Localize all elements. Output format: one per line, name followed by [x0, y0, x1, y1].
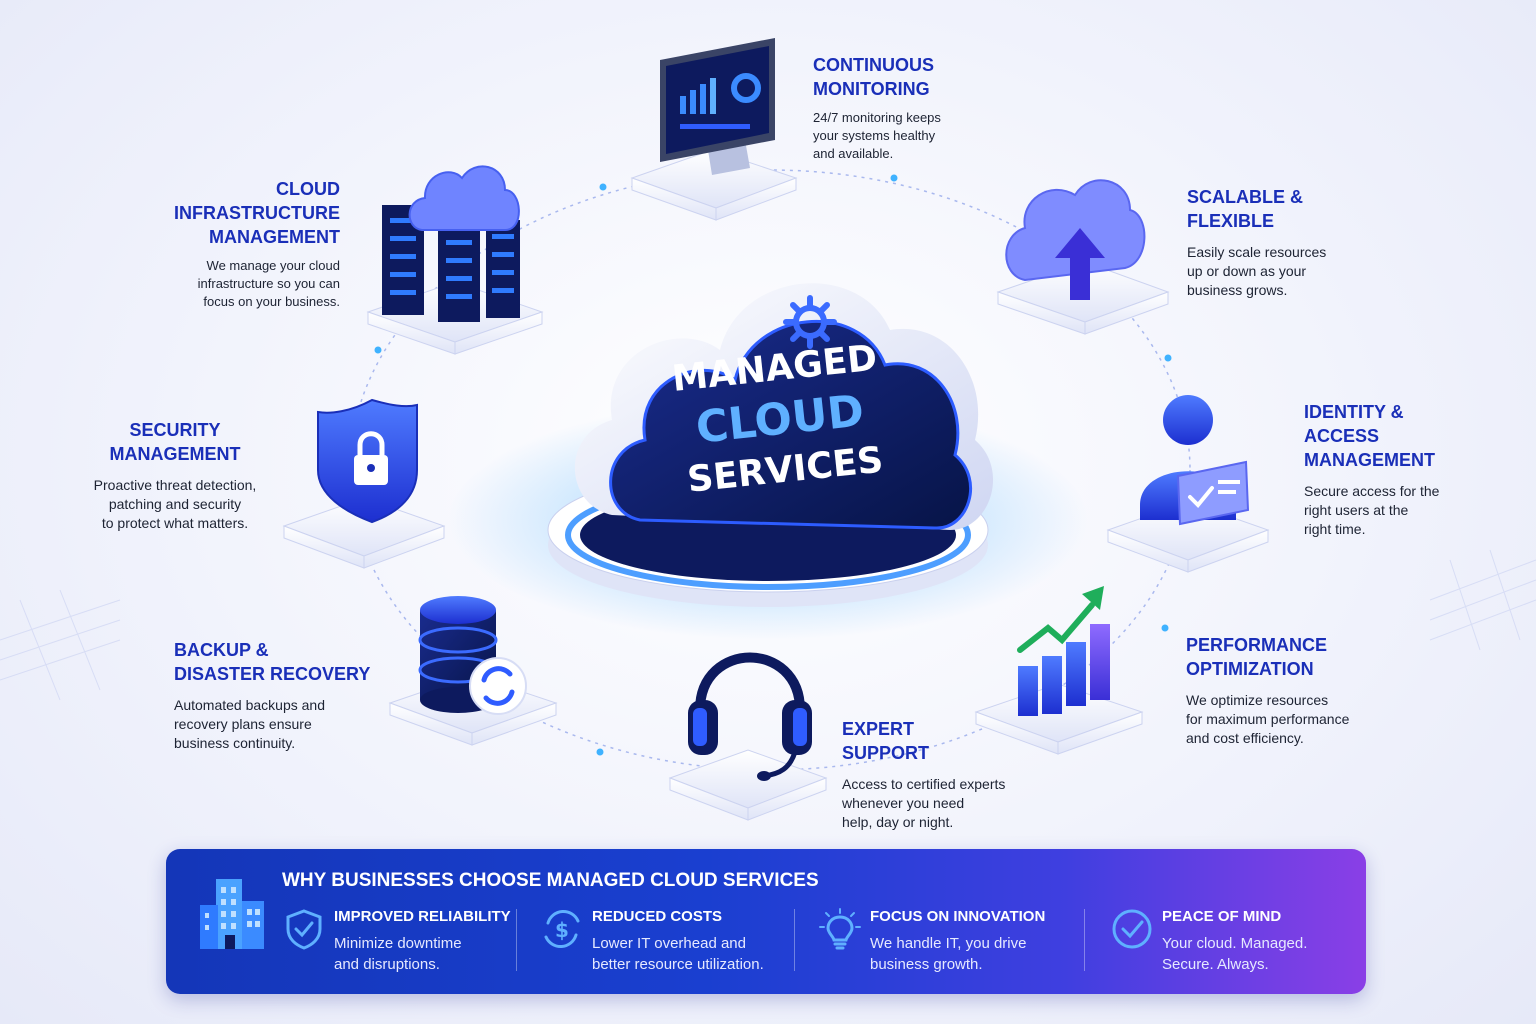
benefit-innovation: FOCUS ON INNOVATION We handle IT, you dr… — [818, 907, 1058, 977]
feature-security: SECURITY MANAGEMENT Proactive threat det… — [80, 418, 270, 533]
feature-description: 24/7 monitoring keeps your systems healt… — [813, 110, 941, 161]
banner-title: WHY BUSINESSES CHOOSE MANAGED CLOUD SERV… — [282, 870, 819, 891]
server-cloud-icon — [382, 165, 520, 322]
database-sync-icon — [418, 596, 527, 715]
monitor-dashboard-icon — [660, 38, 775, 175]
cloud-upload-arrow-icon — [1005, 179, 1146, 300]
check-circle-icon — [1112, 909, 1152, 949]
benefit-title: FOCUS ON INNOVATION — [870, 908, 1046, 925]
feature-description: Proactive threat detection, patching and… — [93, 477, 257, 531]
headset-icon — [688, 652, 812, 781]
feature-title: SCALABLE & FLEXIBLE — [1187, 187, 1303, 231]
benefit-title: PEACE OF MIND — [1162, 908, 1282, 925]
feature-title: CLOUD INFRASTRUCTURE MANAGEMENT — [174, 179, 340, 247]
feature-identity: IDENTITY & ACCESS MANAGEMENT Secure acce… — [1304, 400, 1504, 539]
benefit-description: We handle IT, you drive business growth. — [870, 935, 1027, 973]
shield-check-icon — [286, 909, 322, 950]
benefit-title: IMPROVED RELIABILITY — [334, 908, 511, 925]
feature-title: EXPERT SUPPORT — [842, 719, 930, 763]
feature-description: We optimize resources for maximum perfor… — [1186, 692, 1350, 746]
center-title: MANAGED CLOUD SERVICES — [643, 332, 917, 508]
feature-title: CONTINUOUS MONITORING — [813, 55, 934, 99]
feature-title: PERFORMANCE OPTIMIZATION — [1186, 635, 1328, 679]
benefit-description: Minimize downtime and disruptions. — [334, 935, 462, 973]
bar-chart-growth-icon — [1017, 586, 1110, 716]
gear-icon — [783, 295, 837, 349]
benefit-description: Your cloud. Managed. Secure. Always. — [1162, 935, 1308, 973]
shield-lock-icon — [317, 398, 418, 524]
divider — [1084, 909, 1085, 971]
office-building-icon — [200, 879, 264, 949]
feature-infrastructure: CLOUD INFRASTRUCTURE MANAGEMENT We manag… — [140, 177, 340, 311]
feature-description: Access to certified experts whenever you… — [842, 776, 1006, 830]
benefit-costs: $ REDUCED COSTS Lower IT overhead and be… — [540, 907, 800, 977]
benefit-description: Lower IT overhead and better resource ut… — [592, 935, 764, 973]
svg-text:$: $ — [555, 918, 569, 942]
center-cloud-icon — [574, 283, 994, 530]
benefit-reliability: IMPROVED RELIABILITY Minimize downtime a… — [282, 907, 511, 977]
benefits-banner: WHY BUSINESSES CHOOSE MANAGED CLOUD SERV… — [166, 849, 1366, 994]
feature-support: EXPERT SUPPORT Access to certified exper… — [842, 717, 1042, 832]
feature-title: SECURITY MANAGEMENT — [109, 420, 241, 464]
feature-title: BACKUP & DISASTER RECOVERY — [174, 640, 371, 684]
divider — [516, 909, 517, 971]
feature-scalable: SCALABLE & FLEXIBLE Easily scale resourc… — [1187, 185, 1407, 300]
feature-performance: PERFORMANCE OPTIMIZATION We optimize res… — [1186, 633, 1406, 748]
benefit-peace-of-mind: PEACE OF MIND Your cloud. Managed. Secur… — [1110, 907, 1330, 977]
feature-description: Secure access for the right users at the… — [1304, 483, 1440, 537]
feature-description: Easily scale resources up or down as you… — [1187, 244, 1327, 298]
divider — [794, 909, 795, 971]
feature-monitoring: CONTINUOUS MONITORING 24/7 monitoring ke… — [813, 53, 1033, 163]
feature-description: Automated backups and recovery plans ens… — [174, 697, 325, 751]
dollar-cycle-icon: $ — [544, 910, 580, 948]
feature-description: We manage your cloud infrastructure so y… — [197, 258, 340, 309]
feature-title: IDENTITY & ACCESS MANAGEMENT — [1304, 402, 1435, 470]
lightbulb-icon — [819, 908, 861, 950]
orbit-dots — [374, 174, 1172, 756]
decorative-grid — [0, 549, 1536, 701]
benefit-title: REDUCED COSTS — [592, 908, 723, 925]
user-id-card-icon — [1140, 395, 1250, 526]
feature-backup: BACKUP & DISASTER RECOVERY Automated bac… — [174, 638, 384, 753]
